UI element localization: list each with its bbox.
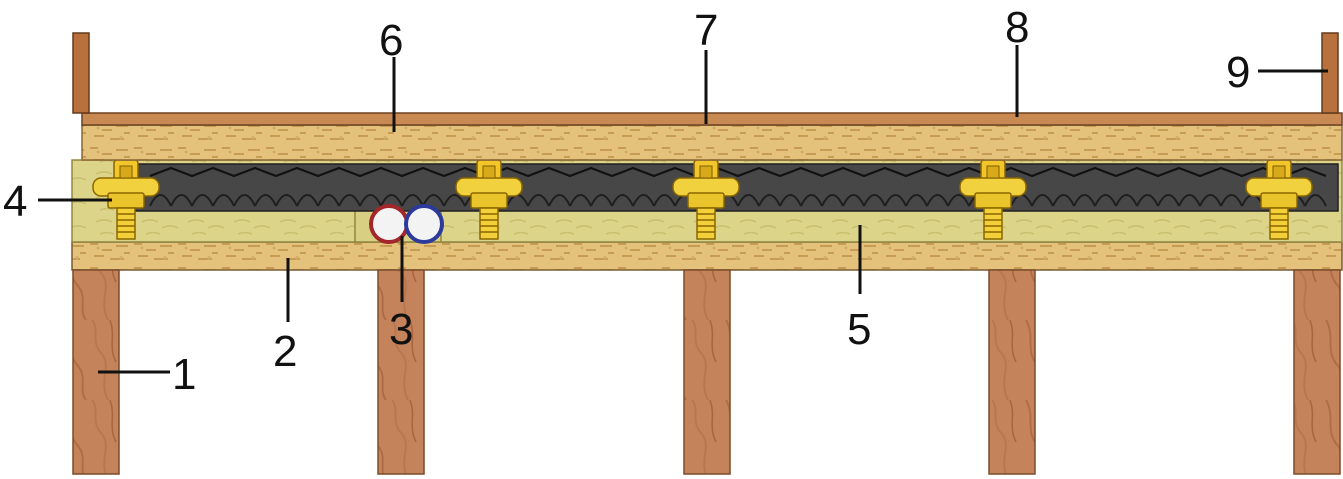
support-4-part-5 xyxy=(984,213,1002,233)
mesh-bump xyxy=(800,194,823,207)
support-5-part-4 xyxy=(1269,207,1289,240)
mesh-zigzag xyxy=(149,166,1327,178)
heating-pipes xyxy=(369,204,444,244)
joists xyxy=(72,269,1341,475)
joist-2 xyxy=(377,269,425,475)
mesh-grid xyxy=(127,163,1339,212)
mesh-bump xyxy=(401,194,424,207)
mesh-bump xyxy=(548,194,571,207)
support-2-part-5 xyxy=(480,213,498,233)
support-5-part-6 xyxy=(1272,165,1286,179)
mesh-bump xyxy=(1199,194,1222,207)
label-3: 3 xyxy=(389,305,413,354)
support-3 xyxy=(672,159,740,240)
support-3-part-6 xyxy=(699,165,713,179)
mesh-bump xyxy=(191,194,214,207)
support-2-part-4 xyxy=(479,207,499,240)
mesh-bump xyxy=(254,194,277,207)
mesh-bump xyxy=(359,194,382,207)
label-6: 6 xyxy=(379,16,403,65)
support-4-part-6 xyxy=(986,165,1000,179)
support-3-part-5 xyxy=(697,213,715,233)
mesh-bump xyxy=(527,194,550,207)
mesh-bump xyxy=(1115,194,1138,207)
top-flooring xyxy=(81,112,1343,126)
label-5: 5 xyxy=(847,305,871,354)
support-1-part-5 xyxy=(117,213,135,233)
left-wall-edge xyxy=(72,32,90,114)
mesh-bump xyxy=(905,194,928,207)
support-4 xyxy=(959,159,1027,240)
mesh-bump xyxy=(737,194,760,207)
support-5 xyxy=(1245,159,1313,240)
label-4: 4 xyxy=(3,177,27,226)
mesh-bump xyxy=(884,194,907,207)
support-4-part-3 xyxy=(974,192,1012,209)
mesh-bump xyxy=(170,194,193,207)
mesh-bump xyxy=(758,194,781,207)
mesh-bump xyxy=(338,194,361,207)
mesh-bump xyxy=(569,194,592,207)
mesh-bump xyxy=(1136,194,1159,207)
support-1-part-4 xyxy=(116,207,136,240)
mesh-bump xyxy=(1157,194,1180,207)
leader-lines xyxy=(38,45,1328,374)
label-2: 2 xyxy=(273,327,297,376)
label-1: 1 xyxy=(172,350,196,399)
mesh-bump xyxy=(1073,194,1096,207)
mesh-bump xyxy=(1178,194,1201,207)
mesh-bump xyxy=(443,194,466,207)
support-1 xyxy=(92,159,160,240)
mesh-bump xyxy=(590,194,613,207)
mesh-bump xyxy=(149,194,172,207)
mesh-bump xyxy=(653,194,676,207)
mesh-bump xyxy=(926,194,949,207)
right-wall-edge xyxy=(1321,32,1339,114)
pipe-blue xyxy=(404,204,444,244)
mesh-bump xyxy=(842,194,865,207)
support-4-part-4 xyxy=(983,207,1003,240)
support-3-part-4 xyxy=(696,207,716,240)
mesh-bump xyxy=(212,194,235,207)
label-9: 9 xyxy=(1226,48,1250,97)
callout-labels: 1 2 3 4 5 6 7 8 9 xyxy=(3,3,1250,399)
mesh-bump xyxy=(380,194,403,207)
mesh-bump xyxy=(317,194,340,207)
mesh-bump xyxy=(632,194,655,207)
support-5-part-5 xyxy=(1270,213,1288,233)
label-8: 8 xyxy=(1005,3,1029,52)
mesh-bump xyxy=(863,194,886,207)
joist-4 xyxy=(988,269,1036,475)
joist-5 xyxy=(1293,269,1341,475)
support-3-part-3 xyxy=(687,192,725,209)
mesh-bump xyxy=(1031,194,1054,207)
mesh-bump xyxy=(1304,194,1327,207)
mesh-bump xyxy=(233,194,256,207)
mesh-bump xyxy=(296,194,319,207)
mesh-bump xyxy=(1094,194,1117,207)
adjustable-supports xyxy=(92,159,1313,240)
support-5-part-3 xyxy=(1260,192,1298,209)
support-1-part-6 xyxy=(119,165,133,179)
support-2-part-3 xyxy=(470,192,508,209)
support-1-part-3 xyxy=(107,192,145,209)
mesh-bump xyxy=(947,194,970,207)
mesh-bump xyxy=(275,194,298,207)
support-2-part-6 xyxy=(482,165,496,179)
mesh-bump xyxy=(779,194,802,207)
mesh-bump xyxy=(422,194,445,207)
subfloor-board xyxy=(71,241,1343,271)
mesh-bump xyxy=(611,194,634,207)
label-7: 7 xyxy=(694,6,718,55)
mesh-bump xyxy=(821,194,844,207)
support-2 xyxy=(455,159,523,240)
mesh-bump xyxy=(1052,194,1075,207)
mesh-bump xyxy=(1220,194,1243,207)
joist-3 xyxy=(683,269,731,475)
chipboard-panel xyxy=(81,124,1343,161)
